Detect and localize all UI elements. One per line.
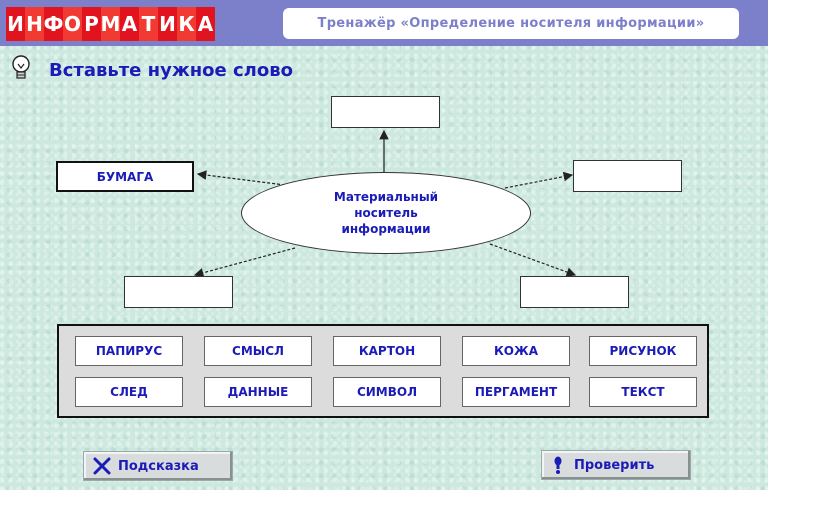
drop-slot-top[interactable]: [331, 96, 440, 128]
logo-letter: А: [196, 7, 215, 41]
logo-letter: К: [177, 7, 196, 41]
word-card[interactable]: РИСУНОК: [589, 336, 697, 366]
word-card[interactable]: СМЫСЛ: [204, 336, 312, 366]
center-line-1: Материальный: [333, 190, 439, 204]
logo-letter: Р: [82, 7, 101, 41]
exclamation-icon: [554, 456, 562, 474]
center-line-2: носитель: [354, 206, 418, 220]
word-card[interactable]: ДАННЫЕ: [204, 377, 312, 407]
logo-letter: И: [158, 7, 177, 41]
logo-letter: М: [101, 7, 120, 41]
word-card[interactable]: ПАПИРУС: [75, 336, 183, 366]
drop-slot-right[interactable]: [573, 160, 682, 192]
logo-letter: О: [63, 7, 82, 41]
word-card[interactable]: КАРТОН: [333, 336, 441, 366]
drop-slot-left[interactable]: БУМАГА: [56, 161, 194, 192]
hint-x-icon: [93, 457, 111, 475]
word-bank: ПАПИРУС СМЫСЛ КАРТОН КОЖА РИСУНОК СЛЕД Д…: [57, 324, 709, 418]
lightbulb-icon: [12, 55, 30, 79]
hint-button-label: Подсказка: [118, 458, 199, 474]
word-card[interactable]: ПЕРГАМЕНТ: [462, 377, 570, 407]
word-card[interactable]: КОЖА: [462, 336, 570, 366]
center-line-3: информации: [341, 222, 431, 236]
center-node: Материальный носитель информации: [241, 172, 531, 254]
check-button[interactable]: Проверить: [541, 450, 691, 480]
drop-slot-bottom-right[interactable]: [520, 276, 629, 308]
logo-letter: Т: [139, 7, 158, 41]
word-card[interactable]: СИМВОЛ: [333, 377, 441, 407]
word-card[interactable]: ТЕКСТ: [589, 377, 697, 407]
logo-letter: И: [6, 7, 25, 41]
check-button-label: Проверить: [574, 457, 655, 473]
logo-letter: А: [120, 7, 139, 41]
trainer-title: Тренажёр «Определение носителя информаци…: [283, 8, 739, 39]
diagram-arrows: [193, 129, 577, 278]
logo-letter: Ф: [44, 7, 63, 41]
logo-letter: Н: [25, 7, 44, 41]
hint-button[interactable]: Подсказка: [83, 451, 233, 481]
drop-slot-bottom-left[interactable]: [124, 276, 233, 308]
word-card[interactable]: СЛЕД: [75, 377, 183, 407]
instruction-text: Вставьте нужное слово: [49, 60, 293, 81]
